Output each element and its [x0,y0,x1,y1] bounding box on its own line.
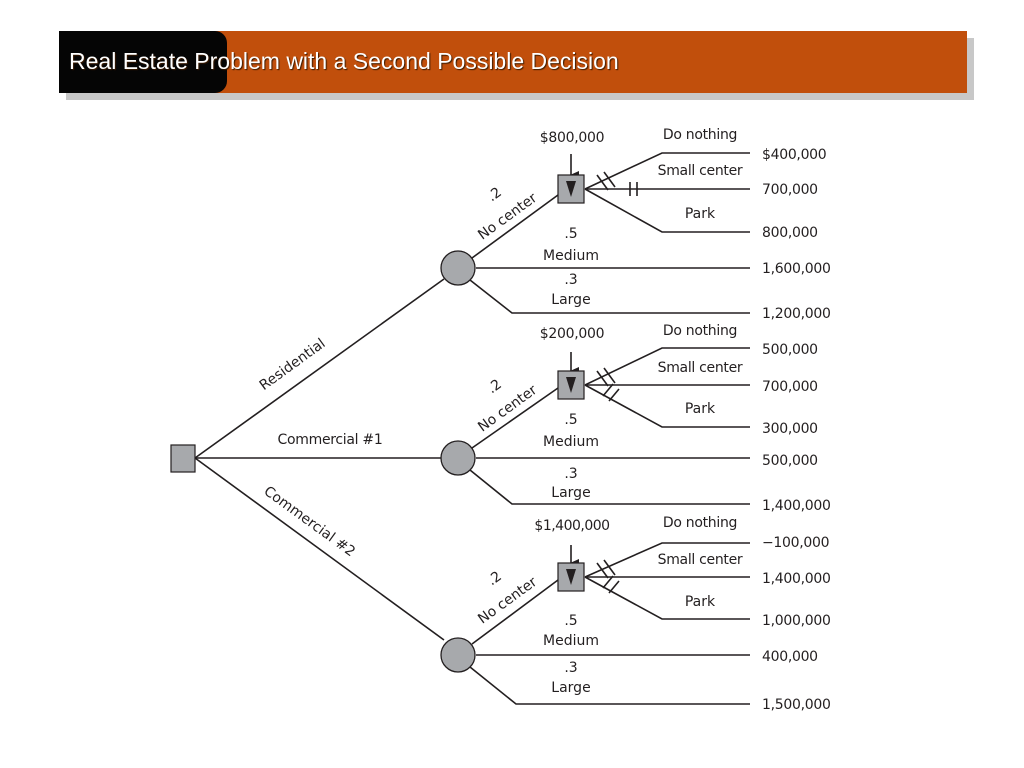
title-accent-block [59,31,227,93]
chance-node-residential [440,250,476,286]
medium-prob-2: .5 [564,412,577,428]
payoff-1-park: 800,000 [762,225,818,241]
payoff-1-large: 1,200,000 [762,306,831,322]
commercial1-label: Commercial #1 [278,432,383,448]
payoff-1-do-nothing: $400,000 [762,147,826,163]
payoff-2-do-nothing: 500,000 [762,342,818,358]
do-nothing-label-2: Do nothing [663,323,737,339]
chance-node-commercial1 [440,440,476,476]
do-nothing-label-1: Do nothing [663,127,737,143]
park-label-1: Park [685,206,716,222]
payoff-2-park: 300,000 [762,421,818,437]
medium-prob-3: .5 [564,613,577,629]
residential-branch [194,278,445,459]
none-prob-2: .2 [485,376,505,397]
decision-value-1: $800,000 [540,130,604,146]
large-prob-1: .3 [564,272,577,288]
commercial1-subtree: $200,000 .2 No center .5 Medium .3 Large… [440,323,831,514]
decision-value-2: $200,000 [540,326,604,342]
park-label-2: Park [685,401,716,417]
medium-label-1: Medium [543,248,599,264]
none-label-1: No center [475,190,540,243]
large-label-1: Large [551,292,590,308]
commercial2-label: Commercial #2 [261,483,358,560]
residential-label: Residential [257,336,329,394]
payoff-3-large: 1,500,000 [762,697,831,713]
do-nothing-label-3: Do nothing [663,515,737,531]
payoff-3-park: 1,000,000 [762,613,831,629]
payoff-2-medium: 500,000 [762,453,818,469]
large-label-3: Large [551,680,590,696]
small-center-label-1: Small center [658,163,743,179]
title-bar: Real Estate Problem with a Second Possib… [59,31,967,93]
payoff-1-small-center: 700,000 [762,182,818,198]
large-prob-3: .3 [564,660,577,676]
medium-label-3: Medium [543,633,599,649]
small-center-label-2: Small center [658,360,743,376]
root-decision-node [170,444,196,473]
medium-prob-1: .5 [564,226,577,242]
chance-node-commercial2 [440,637,476,673]
commercial2-branch [194,457,445,641]
none-label-2: No center [475,382,540,435]
large-label-2: Large [551,485,590,501]
decision-value-3: $1,400,000 [534,518,609,534]
park-label-3: Park [685,594,716,610]
none-prob-1: .2 [485,184,505,205]
medium-label-2: Medium [543,434,599,450]
payoff-3-small-center: 1,400,000 [762,571,831,587]
payoff-3-do-nothing: −100,000 [762,535,829,551]
payoff-2-large: 1,400,000 [762,498,831,514]
small-center-label-3: Small center [658,552,743,568]
slide-title: Real Estate Problem with a Second Possib… [69,48,619,74]
residential-subtree: $800,000 .2 No center .5 Medium .3 Large… [440,127,831,322]
payoff-2-small-center: 700,000 [762,379,818,395]
payoff-3-medium: 400,000 [762,649,818,665]
commercial2-subtree: $1,400,000 .2 No center .5 Medium .3 Lar… [440,515,831,713]
large-prob-2: .3 [564,466,577,482]
payoff-1-medium: 1,600,000 [762,261,831,277]
none-prob-3: .2 [485,568,505,589]
